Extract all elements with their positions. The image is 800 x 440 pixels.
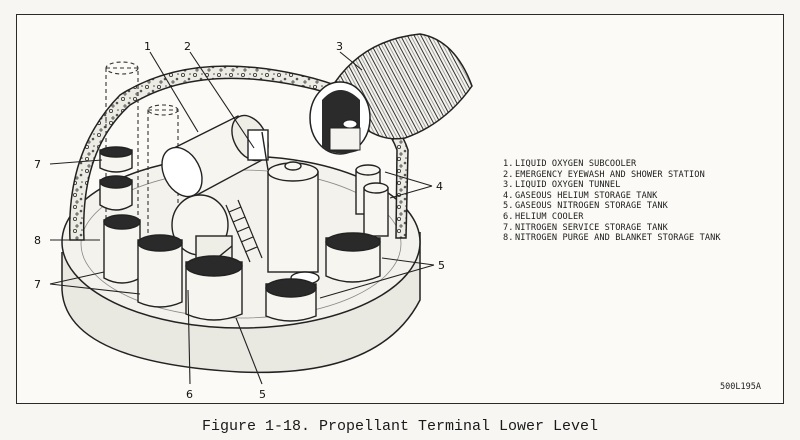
legend-item: 1.LIQUID OXYGEN SUBCOOLER [503, 159, 637, 169]
legend-item: 4.GASEOUS HELIUM STORAGE TANK [503, 190, 658, 201]
figure-caption: Figure 1-18. Propellant Terminal Lower L… [201, 418, 599, 435]
gaseous-nitrogen-tanks [185, 232, 381, 322]
nitrogen-service-tanks [99, 146, 183, 308]
legend-item: 6.HELIUM COOLER [503, 211, 584, 222]
callout-1: 1 [144, 40, 151, 53]
liquid-oxygen-tunnel [309, 33, 473, 155]
stairway [225, 199, 263, 263]
callout-labels: 1 2 3 4 5 5 6 7 7 8 [34, 40, 445, 401]
callout-4: 4 [436, 180, 443, 193]
callout-5b: 5 [259, 388, 266, 401]
callout-leaders [49, 51, 435, 385]
legend-item: 2.EMERGENCY EYEWASH AND SHOWER STATION [503, 169, 705, 180]
callout-7a: 7 [34, 158, 41, 171]
legend: 1.LIQUID OXYGEN SUBCOOLER 2.EMERGENCY EY… [503, 159, 743, 244]
callout-5a: 5 [438, 259, 445, 272]
callout-2: 2 [184, 40, 191, 53]
liquid-oxygen-subcooler [161, 114, 269, 198]
legend-item: 8.NITROGEN PURGE AND BLANKET STORAGE TAN… [503, 233, 721, 244]
callout-8: 8 [34, 234, 41, 247]
legend-item: 5.GASEOUS NITROGEN STORAGE TANK [503, 201, 668, 212]
drawing-code: 500L195A [720, 382, 761, 392]
callout-3: 3 [336, 40, 343, 53]
central-storage-tank [267, 161, 320, 285]
gaseous-helium-tanks [355, 164, 389, 237]
legend-item: 7.NITROGEN SERVICE STORAGE TANK [503, 222, 668, 233]
callout-7b: 7 [34, 278, 41, 291]
callout-6: 6 [186, 388, 193, 401]
legend-item: 3.LIQUID OXYGEN TUNNEL [503, 180, 621, 191]
stone-wall [68, 65, 409, 241]
